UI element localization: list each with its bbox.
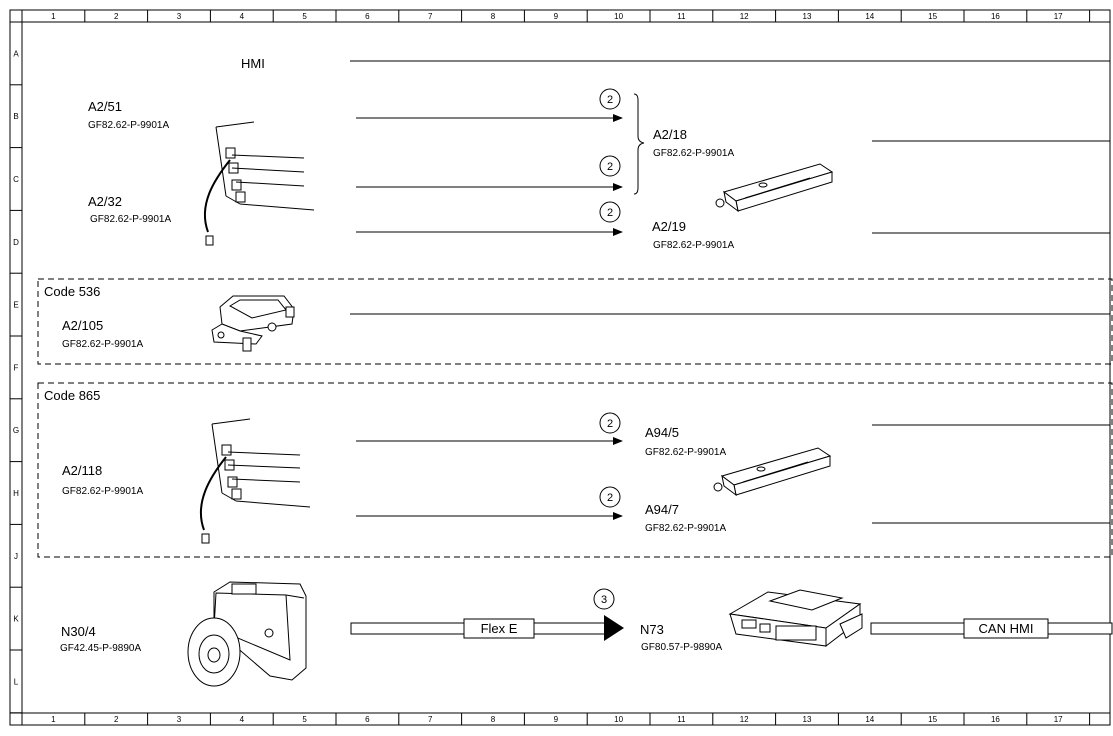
code-865-label: Code 865 <box>44 388 100 403</box>
svg-text:3: 3 <box>601 594 607 606</box>
a94-7-ref: GF82.62-P-9901A <box>645 523 726 534</box>
column-number: 3 <box>177 715 182 724</box>
n30-4-label: N30/4 <box>61 624 96 639</box>
signal-badge: 2 <box>599 88 621 110</box>
a2-105-label: A2/105 <box>62 318 103 333</box>
a2-105-ref: GF82.62-P-9901A <box>62 339 143 350</box>
row-letter: C <box>13 175 19 184</box>
hmi-header-label: HMI <box>241 56 265 71</box>
column-number: 13 <box>803 715 812 724</box>
antenna-module-illustration <box>211 295 295 352</box>
column-number: 16 <box>991 715 1000 724</box>
column-number: 7 <box>428 715 433 724</box>
a2-18-ref: GF82.62-P-9901A <box>653 148 734 159</box>
amplifier-module-illustration <box>715 163 834 213</box>
column-number: 14 <box>865 12 874 21</box>
column-number: 8 <box>491 12 496 21</box>
grouping-brace <box>633 93 645 195</box>
can-hmi-label: CAN HMI <box>979 621 1034 636</box>
can-hmi-bus: CAN HMI <box>870 618 1113 639</box>
column-number: 6 <box>365 715 370 724</box>
column-number: 5 <box>302 12 307 21</box>
row-letter: L <box>14 677 19 686</box>
column-number: 1 <box>51 12 56 21</box>
code-865-group-border <box>37 382 1113 558</box>
column-number: 16 <box>991 12 1000 21</box>
a94-5-label: A94/5 <box>645 425 679 440</box>
row-letter: B <box>13 112 18 121</box>
row-letter: E <box>13 301 18 310</box>
column-number: 3 <box>177 12 182 21</box>
code-536-label: Code 536 <box>44 284 100 299</box>
svg-text:2: 2 <box>607 207 613 219</box>
column-number: 8 <box>491 715 496 724</box>
row-letter: F <box>14 363 19 372</box>
row-letter: K <box>13 615 19 624</box>
column-number: 15 <box>928 715 937 724</box>
n73-label: N73 <box>640 622 664 637</box>
n73-ref: GF80.57-P-9890A <box>641 642 722 653</box>
a2-32-ref: GF82.62-P-9901A <box>90 214 171 225</box>
svg-text:2: 2 <box>607 418 613 430</box>
column-number: 11 <box>677 715 686 724</box>
signal-badge: 2 <box>599 412 621 434</box>
row-letter: J <box>14 552 18 561</box>
column-number: 9 <box>554 715 559 724</box>
amplifier-module-illustration-2 <box>713 447 832 497</box>
column-number: 15 <box>928 12 937 21</box>
column-number: 10 <box>614 12 623 21</box>
row-letter: H <box>13 489 19 498</box>
a94-5-ref: GF82.62-P-9901A <box>645 447 726 458</box>
column-number: 4 <box>240 12 245 21</box>
a2-32-label: A2/32 <box>88 194 122 209</box>
flex-e-label: Flex E <box>481 621 518 636</box>
esp-control-unit-illustration <box>187 581 307 687</box>
column-number: 17 <box>1054 715 1063 724</box>
column-number: 7 <box>428 12 433 21</box>
column-number: 5 <box>302 715 307 724</box>
row-letter: G <box>13 426 19 435</box>
column-number: 12 <box>740 12 749 21</box>
column-number: 6 <box>365 12 370 21</box>
a2-19-ref: GF82.62-P-9901A <box>653 240 734 251</box>
a94-7-label: A94/7 <box>645 502 679 517</box>
column-number: 2 <box>114 12 119 21</box>
n30-4-ref: GF42.45-P-9890A <box>60 643 141 654</box>
column-number: 2 <box>114 715 119 724</box>
a2-118-label: A2/118 <box>62 463 102 478</box>
signal-badge: 2 <box>599 155 621 177</box>
ezs-control-unit-illustration <box>728 589 863 648</box>
signal-badge: 3 <box>593 588 615 610</box>
a2-118-ref: GF82.62-P-9901A <box>62 486 143 497</box>
row-letter: A <box>13 49 19 58</box>
column-number: 10 <box>614 715 623 724</box>
code-536-group-border <box>37 278 1113 365</box>
flex-e-bus: Flex E <box>350 615 624 641</box>
column-number: 13 <box>803 12 812 21</box>
column-number: 9 <box>554 12 559 21</box>
column-number: 17 <box>1054 12 1063 21</box>
svg-text:2: 2 <box>607 161 613 173</box>
svg-text:2: 2 <box>607 94 613 106</box>
column-number: 12 <box>740 715 749 724</box>
a2-18-label: A2/18 <box>653 127 687 142</box>
column-number: 11 <box>677 12 686 21</box>
window-antenna-illustration-2 <box>199 418 311 544</box>
a2-51-ref: GF82.62-P-9901A <box>88 120 169 131</box>
signal-badge: 2 <box>599 486 621 508</box>
a2-51-label: A2/51 <box>88 99 122 114</box>
row-letter: D <box>13 238 19 247</box>
svg-text:2: 2 <box>607 492 613 504</box>
signal-badge: 2 <box>599 201 621 223</box>
a2-19-label: A2/19 <box>652 219 686 234</box>
window-antenna-illustration <box>203 121 315 246</box>
column-number: 1 <box>51 715 56 724</box>
column-number: 4 <box>240 715 245 724</box>
column-number: 14 <box>865 715 874 724</box>
